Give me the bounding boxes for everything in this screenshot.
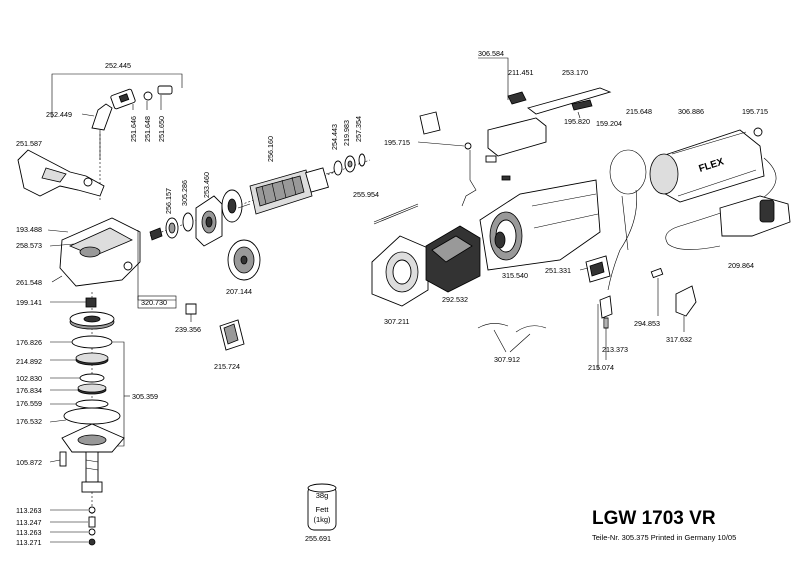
- part-label-193-488: 193.488: [16, 225, 42, 234]
- part-label-195-715-b: 195.715: [742, 107, 768, 116]
- part-label-294-853: 294.853: [634, 319, 660, 328]
- part-label-195-715-a: 195.715: [384, 138, 410, 147]
- part-label-215-074: 215.074: [588, 363, 614, 372]
- part-label-258-573: 258.573: [16, 241, 42, 250]
- part-label-254-443: 254.443: [330, 124, 339, 150]
- part-label-215-724: 215.724: [214, 362, 240, 371]
- part-label-255-954: 255.954: [353, 190, 379, 199]
- part-label-113-263-a: 113.263: [16, 506, 41, 515]
- bearing-flange-group: 256.157 305.286 253.460: [149, 159, 371, 247]
- part-label-257-354: 257.354: [354, 116, 363, 142]
- diagram-title: LGW 1703 VR: [592, 508, 716, 529]
- spindle-stack: 199.141 176.826 214.892 102.830 176.834 …: [16, 292, 158, 547]
- part-label-251-650: 251.650: [157, 116, 166, 142]
- grease-container: 38g Fett (1kg) 255.691: [305, 483, 337, 543]
- part-label-102-830: 102.830: [16, 374, 42, 383]
- part-label-292-532: 292.532: [442, 295, 468, 304]
- part-label-251-646: 251.646: [129, 116, 138, 142]
- part-label-251-331: 251.331: [545, 266, 571, 275]
- part-label-306-584: 306.584: [478, 49, 504, 58]
- field-housing-group: 255.954 307.211 292.532 315.540: [353, 179, 601, 326]
- part-label-252-445: 252.445: [105, 61, 131, 70]
- part-label-199-141: 199.141: [16, 298, 42, 307]
- gear-head-housing: 193.488 258.573 261.548: [16, 217, 141, 287]
- part-label-251-648: 251.648: [143, 116, 152, 142]
- part-label-214-892: 214.892: [16, 357, 42, 366]
- part-label-307-211: 307.211: [384, 317, 409, 326]
- armature: 256.160: [221, 136, 341, 223]
- part-label-113-271: 113.271: [16, 538, 41, 547]
- part-label-209-864: 209.864: [728, 261, 754, 270]
- part-label-256-160: 256.160: [266, 136, 275, 162]
- part-label-305-286: 305.286: [180, 180, 189, 206]
- part-label-219-983: 219.983: [342, 120, 351, 146]
- part-label-176-559: 176.559: [16, 399, 42, 408]
- armature-bearings: 254.443 219.983 257.354: [330, 116, 366, 176]
- part-label-317-632: 317.632: [666, 335, 692, 344]
- switch-cover-group: 306.584 211.451 253.170 195.820 195.715: [384, 49, 612, 207]
- part-label-306-886: 306.886: [678, 107, 704, 116]
- part-label-315-540: 315.540: [502, 271, 528, 280]
- part-label-307-912: 307.912: [494, 355, 520, 364]
- cable-clamp-cover: 294.853 317.632: [634, 267, 697, 344]
- clip-springs: 307.912: [477, 323, 547, 364]
- motor-housing-group: 215.648 306.886 195.715 159.204 FLEX 209…: [596, 107, 791, 291]
- brush-holder: 215.724: [214, 319, 245, 371]
- part-label-253-170: 253.170: [562, 68, 588, 77]
- side-handle: 251.587: [16, 139, 105, 197]
- grease-type: Fett: [316, 505, 330, 514]
- part-label-255-691: 255.691: [305, 534, 331, 543]
- part-label-215-648: 215.648: [626, 107, 652, 116]
- part-label-252-449: 252.449: [46, 110, 72, 119]
- part-label-239-356: 239.356: [175, 325, 201, 334]
- part-label-211-451: 211.451: [508, 68, 533, 77]
- part-label-261-548: 261.548: [16, 278, 42, 287]
- part-label-113-263-b: 113.263: [16, 528, 41, 537]
- bevel-gear: 207.144: [226, 239, 261, 296]
- part-label-251-587: 251.587: [16, 139, 42, 148]
- part-label-113-247: 113.247: [16, 518, 41, 527]
- grease-weight: (1kg): [313, 515, 331, 524]
- part-label-176-532: 176.532: [16, 417, 42, 426]
- part-label-213-373: 213.373: [602, 345, 628, 354]
- part-label-105-872: 105.872: [16, 458, 42, 467]
- part-label-159-204: 159.204: [596, 119, 622, 128]
- grease-amount: 38g: [316, 491, 329, 500]
- part-label-256-157: 256.157: [164, 188, 173, 214]
- electronic-module: 251.331 213.373 215.074: [545, 255, 628, 372]
- part-label-176-826: 176.826: [16, 338, 42, 347]
- part-label-305-359: 305.359: [132, 392, 158, 401]
- part-label-320-730: 320.730: [141, 298, 167, 307]
- switch-assembly-group: 252.445 252.449 251.646 251.648 251.650: [46, 61, 183, 200]
- part-label-253-460: 253.460: [202, 172, 211, 198]
- bracket-320-730: 320.730 239.356: [137, 230, 201, 334]
- part-label-207-144: 207.144: [226, 287, 252, 296]
- part-label-176-834: 176.834: [16, 386, 42, 395]
- part-label-195-820: 195.820: [564, 117, 590, 126]
- diagram-subtitle: Teile-Nr. 305.375 Printed in Germany 10/…: [592, 533, 736, 542]
